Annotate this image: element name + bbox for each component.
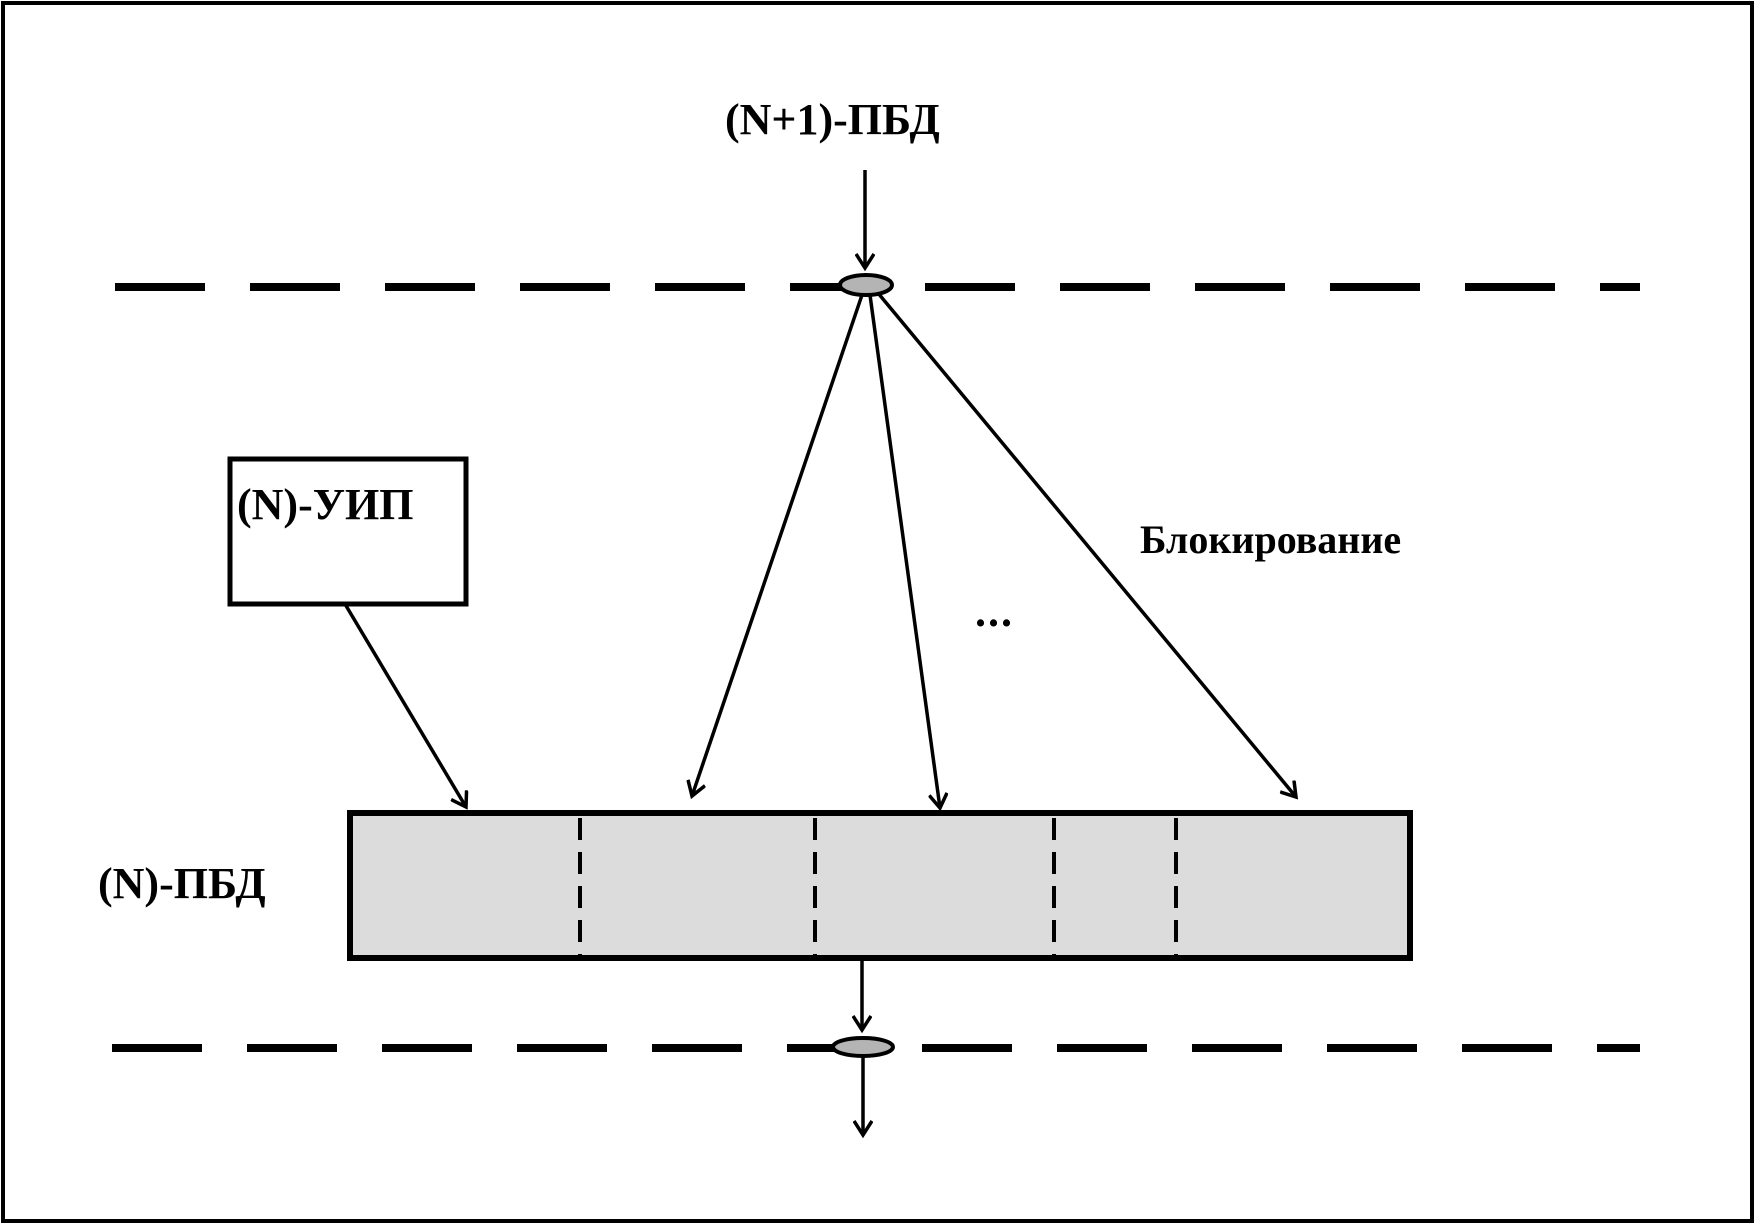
pdu-bar (347, 810, 1413, 961)
lower-pdu-label: (N)-ПБД (98, 859, 266, 908)
blocking-arrow-segment-3 (868, 294, 940, 808)
sap-to-pdu-arrow (343, 603, 466, 807)
ellipsis-label: ... (975, 587, 1014, 636)
blocking-arrow-segment-2 (692, 294, 864, 796)
lower-service-port (831, 1036, 895, 1058)
upper-service-port (838, 273, 894, 297)
upper-pdu-label: (N+1)-ПБД (725, 95, 940, 144)
sap-box-label: (N)-УИП (237, 480, 414, 529)
sap-box (227, 456, 469, 607)
blocking-label: Блокирование (1140, 517, 1402, 562)
blocking-arrow-segment-5 (876, 291, 1296, 797)
